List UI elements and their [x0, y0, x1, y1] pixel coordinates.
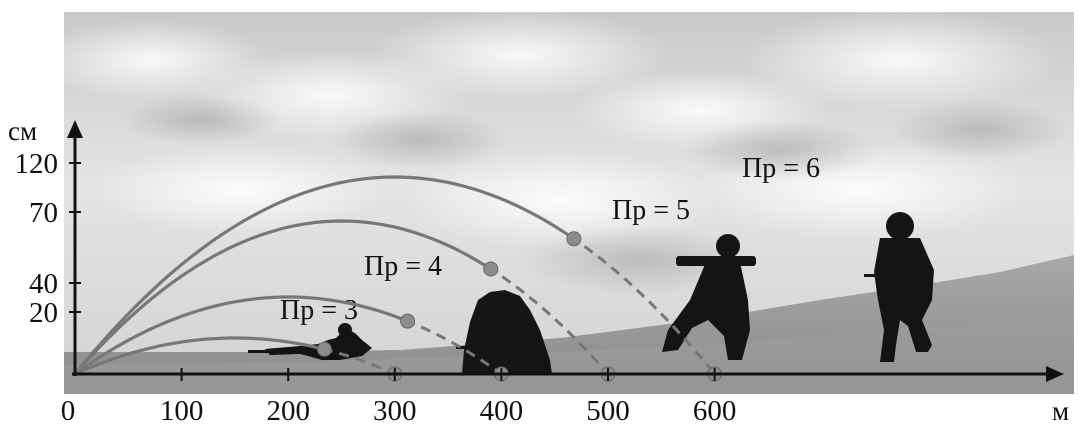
trajectory-solid-sight-6 — [73, 175, 572, 376]
trajectory-dashed-sight-5 — [487, 266, 610, 375]
trajectory-solid-sight-4 — [74, 295, 407, 376]
x-tick-label: 200 — [266, 395, 310, 426]
y-axis-arrow — [67, 120, 83, 138]
y-unit-label: см — [8, 116, 37, 146]
trajectory-solid-sight-3 — [74, 336, 324, 376]
trajectory-dashed-sight-6 — [569, 235, 716, 375]
x-unit-label: м — [1052, 396, 1069, 426]
target-hit-marker — [483, 261, 499, 277]
x-tick-label: 500 — [586, 395, 630, 426]
trajectory-label-sight-6: Пр = 6 — [742, 153, 820, 184]
target-hit-marker — [316, 341, 332, 357]
target-hit-marker — [566, 231, 582, 247]
trajectory-label-sight-5: Пр = 5 — [612, 195, 690, 226]
x-tick-label: 400 — [480, 395, 524, 426]
x-axis-arrow — [1046, 366, 1064, 382]
x-tick-label: 100 — [160, 395, 204, 426]
trajectory-dashed-sight-3 — [322, 347, 396, 376]
y-tick-label: 40 — [29, 268, 58, 300]
x-tick-label: 0 — [61, 395, 76, 426]
target-hit-marker — [400, 313, 416, 329]
y-tick-label: 20 — [29, 297, 58, 329]
trajectory-solid-sight-5 — [73, 219, 489, 376]
trajectory-dashed-sight-4 — [404, 318, 503, 376]
standing-soldier-silhouette — [864, 212, 934, 362]
trajectory-label-sight-4: Пр = 4 — [364, 251, 442, 282]
y-tick-label: 70 — [29, 197, 58, 229]
trajectories: Пр = 3Пр = 4Пр = 5Пр = 6 — [73, 153, 820, 382]
kneeling-grenadier-silhouette — [662, 234, 756, 360]
axes — [67, 120, 1064, 382]
x-tick-label: 600 — [693, 395, 737, 426]
y-tick-label: 120 — [15, 148, 59, 180]
x-tick-label: 300 — [373, 395, 417, 426]
crouching-soldier-silhouette — [456, 290, 552, 374]
